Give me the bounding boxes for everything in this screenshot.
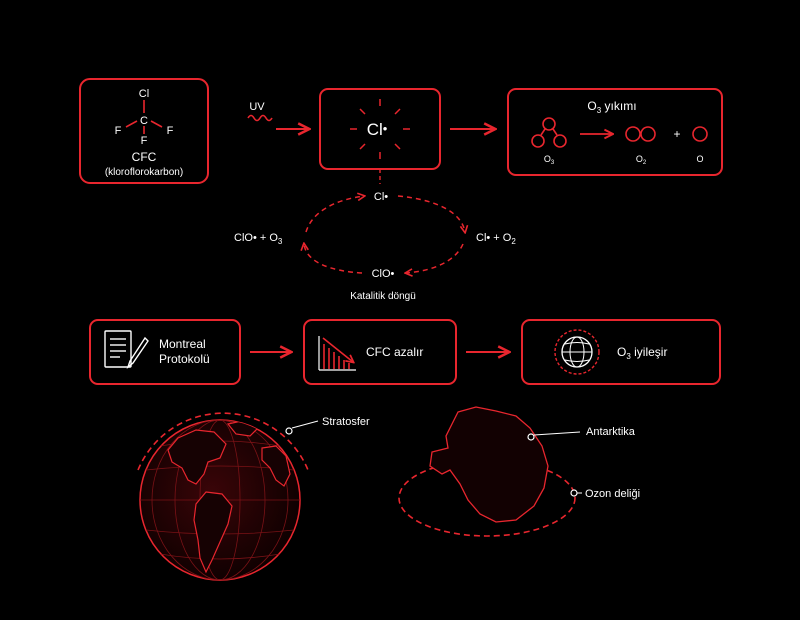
antarctica-map-icon [429,406,549,523]
o3-label: O3 [544,154,555,166]
cfc-molecule-icon [125,100,163,134]
cfc-atom-right: F [167,125,174,137]
antarctica-leader [533,431,581,436]
cfc-atom-top: Cl [139,88,149,100]
globe-ring-icon [554,329,600,375]
stratosphere-label: Stratosfer [322,416,370,428]
cfc-atom-center: C [140,115,148,127]
stratosphere-marker [285,427,293,435]
radical-burst-icon [350,99,410,159]
ozone-hole-label: Ozon deliği [585,488,640,500]
uv-label: UV [249,101,265,113]
montreal-line1: Montreal [159,337,206,351]
cfc-atom-left: F [115,125,122,137]
cfc-fullname: (kloroflorokarbon) [105,167,183,178]
o2-label: O2 [636,154,647,166]
montreal-line2: Protokolü [159,352,210,366]
cycle-bottom-label: ClO• [372,268,395,280]
antarctica-marker [527,433,535,441]
oxygen-molecule-icon [625,126,656,142]
plus-sign: + [673,127,680,141]
antarctica-label: Antarktika [586,426,636,438]
ozone-hole-ellipse [398,459,576,537]
cfc-atom-bottom: F [141,135,148,147]
ozone-destruction-box [507,88,723,176]
oxygen-atom-icon [692,126,708,142]
cycle-right-label: Cl• + O2 [476,232,516,246]
ozone-molecule-icon [531,117,567,148]
document-pen-icon [104,330,149,370]
ozone-recovery-label: O3 iyileşir [617,345,667,361]
cfc-box [79,78,209,184]
cycle-left-label: ClO• + O3 [234,232,283,246]
cfc-name: CFC [132,150,157,164]
o-label: O [696,154,703,164]
ozone-hole-marker [570,489,578,497]
radical-symbol: Cl• [367,120,388,139]
montreal-box [89,319,241,385]
cycle-caption: Katalitik döngü [350,291,416,302]
stratosphere-leader [291,420,319,429]
stratosphere-arc [137,412,309,471]
earth-globe-icon [139,419,301,581]
ozone-destruction-title: O3 yıkımı [587,99,636,115]
catalytic-cycle-loop [304,196,465,273]
declining-chart-icon [318,336,356,371]
cfc-decrease-label: CFC azalır [366,345,423,359]
wavy-uv-icon [247,114,273,122]
cycle-top-label: Cl• [374,191,388,203]
ozone-recovery-box [521,319,721,385]
cfc-decrease-box [303,319,457,385]
